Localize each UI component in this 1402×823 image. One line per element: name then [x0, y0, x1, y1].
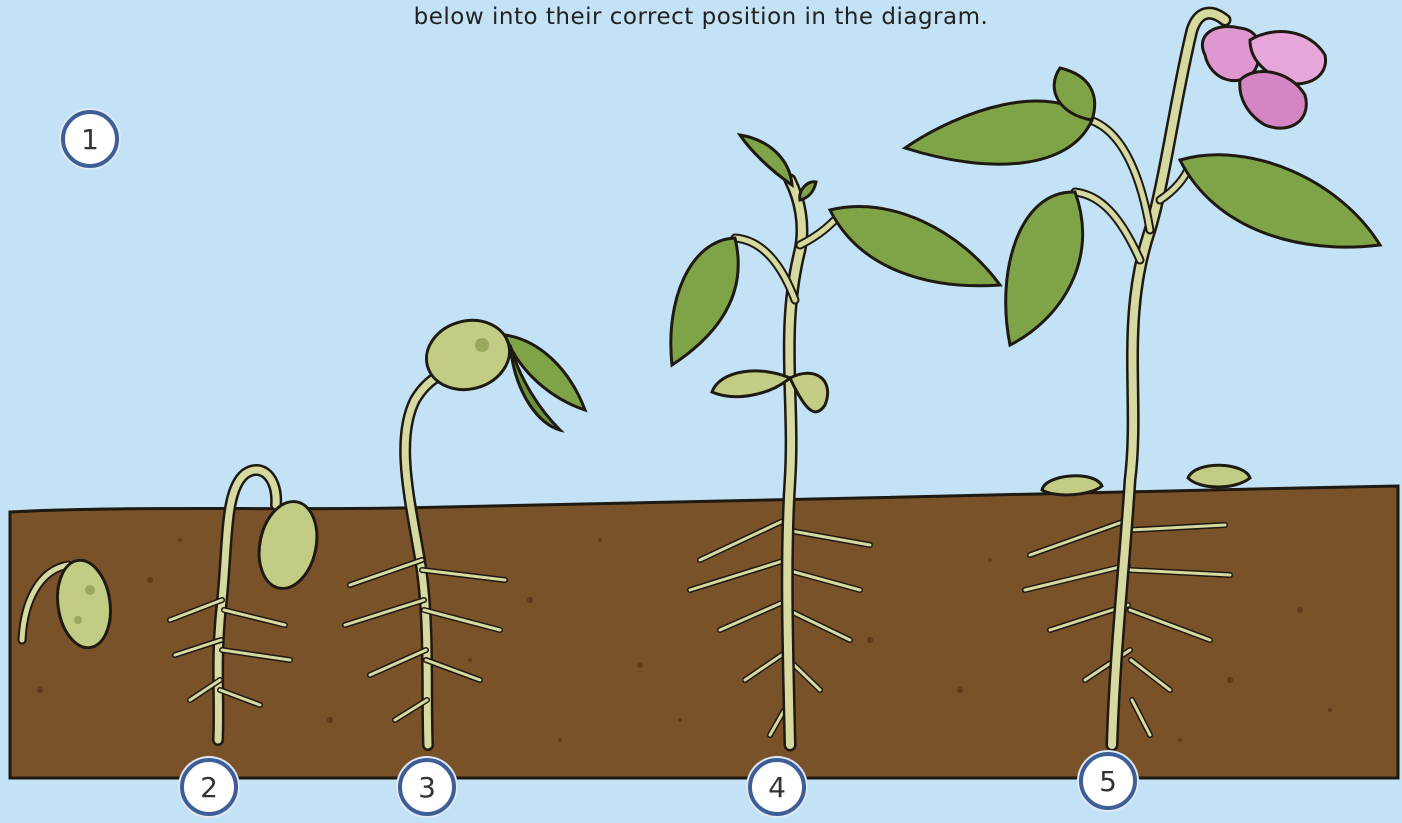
stage-number-3: 3	[398, 758, 456, 816]
stage-number-1: 1	[61, 110, 119, 168]
stage-number-4: 4	[748, 758, 806, 816]
stage-number-5: 5	[1079, 752, 1137, 810]
stage-number-2: 2	[180, 758, 238, 816]
